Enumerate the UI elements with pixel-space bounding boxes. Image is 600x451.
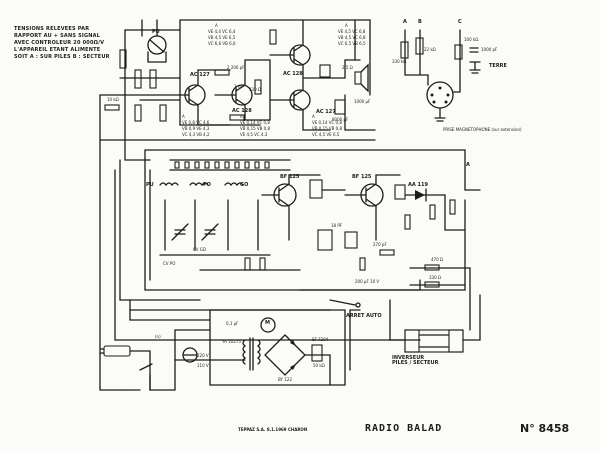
volt-line: VE 0,14 VC 0,8	[312, 120, 342, 125]
label-cap-1nf: 1 nF	[234, 84, 243, 89]
volt-line: VB 4,5 VE 6,5	[208, 35, 236, 40]
motor-symbol	[260, 317, 276, 333]
label-rf-a: A	[466, 162, 470, 168]
label-motor: M	[265, 320, 270, 326]
volt-line: VE 4,5 VC 6,8	[338, 29, 366, 34]
label-ac128-mid: AC 128	[232, 108, 252, 114]
volt-line: VC 6,6 VB 6,6	[208, 41, 236, 46]
label-cv-gd: CV GD	[193, 247, 206, 252]
mains-transformer-symbol	[242, 337, 261, 371]
rf-tuner-section	[144, 149, 481, 331]
label-cap-200uf: 200 μF 10 V	[355, 279, 380, 284]
volt-line: VB 4,5 VC 6,8	[338, 35, 366, 40]
label-by122: BY 122	[278, 377, 292, 382]
label-res-50k: 50 kΩ	[313, 363, 325, 368]
label-ac128-top: AC 128	[283, 71, 303, 77]
volt-line: A	[345, 23, 348, 28]
label-cv-po: CV PO	[163, 261, 176, 266]
label-jack-b: B	[418, 19, 422, 25]
note-line: TENSIONS RELEVEES PAR	[14, 26, 90, 32]
speaker-symbol	[354, 63, 369, 93]
label-bf125-left: BF 125	[280, 174, 300, 180]
maker-credit: TEPPAZ S.A. 8.1.1969 CHARON	[238, 427, 308, 432]
label-res-100k: 100 kΩ	[464, 37, 479, 42]
label-res-22k: 22 kΩ	[424, 47, 436, 52]
label-n: (n)	[155, 334, 161, 339]
volt-line: A	[215, 23, 218, 28]
label-go: GO	[240, 182, 249, 188]
pu-meter-symbol	[141, 19, 167, 63]
transistor-ac127-right	[269, 89, 311, 111]
label-prise-magnetophone: PRISE MAGNETOPHONE (sur extension)	[443, 127, 522, 132]
label-cap-18pf: 18 PF	[331, 223, 343, 228]
label-sf7204: SF 7204	[312, 337, 329, 342]
transistor-ac128-mid	[214, 84, 253, 106]
label-110v: 110 V	[197, 363, 209, 368]
volt-line: VB 0,15 VB 0,8	[240, 126, 271, 131]
label-cap-1000: 1000 μF	[354, 99, 371, 104]
label-cap-8000: 8000 μF	[332, 117, 349, 122]
label-bf125-right: BF 125	[352, 174, 372, 180]
mains-plug-symbol	[99, 345, 131, 357]
audio-amplifier-section	[99, 19, 376, 141]
transistor-ac128-top	[269, 44, 311, 66]
band-switch-contacts	[174, 161, 270, 169]
label-jack-a: A	[403, 19, 407, 25]
label-pu: PU	[152, 29, 160, 35]
note-line: L'APPAREIL ETANT ALIMENTE	[14, 47, 101, 53]
label-aa119: AA 119	[408, 182, 428, 188]
transistor-ac127-left	[179, 84, 206, 106]
din-socket-symbol	[426, 81, 454, 109]
volt-line: A	[240, 114, 243, 119]
label-cap-0-1uf: 0,1 μF	[226, 321, 239, 326]
note-line: AVEC CONTROLEUR 20 000Ω/V	[14, 40, 105, 46]
schematic-number: N° 8458	[520, 422, 570, 435]
volt-line: A	[182, 114, 185, 119]
left-bus-wiring	[99, 139, 351, 391]
label-jack-c: C	[458, 19, 462, 25]
label-cap-270: 270 pF	[373, 242, 387, 247]
schematic-title: RADIO BALAD	[365, 423, 443, 434]
label-cap-2200: 2 200 pF	[227, 65, 245, 70]
label-terre: TERRE	[489, 63, 507, 69]
volt-line: VC 4,5 VE 6,5	[312, 132, 340, 137]
detector-diode-aa119	[404, 188, 446, 202]
selector-switch-symbol	[182, 347, 198, 363]
transistor-bf125-right	[344, 183, 384, 207]
label-res-470: 470 Ω	[431, 257, 443, 262]
volt-line: VB 0,15 VB 0,8	[312, 126, 343, 131]
label-rf-pu: PU	[146, 182, 154, 188]
tape-jack-section	[400, 29, 481, 122]
note-line: SOIT A : SUR PILES B : SECTEUR	[14, 54, 110, 60]
label-inverseur: INVERSEUR PILES / SECTEUR	[392, 355, 439, 366]
volt-line: VE 0,8 VC 4,6	[182, 120, 210, 125]
label-220v: 220 V	[197, 353, 209, 358]
label-arret-auto: ARRET AUTO	[346, 313, 382, 319]
transistor-bf125-left	[261, 183, 297, 207]
label-cap-1000pf: 1000 pF	[481, 47, 498, 52]
label-ac127-left: AC 127	[190, 72, 210, 78]
volt-line: VE 4,4 VC 6,4	[208, 29, 236, 34]
label-ac127-right: AC 127	[316, 109, 336, 115]
label-ya10275: YA 10275	[222, 339, 241, 344]
volt-line: VE 0,14 VC 0,8	[240, 120, 270, 125]
auto-stop-switch-symbol	[329, 299, 361, 308]
label-po: PO	[203, 182, 211, 188]
volt-line: A	[312, 114, 315, 119]
volt-line: VE 4,5 VC 4,3	[240, 132, 268, 137]
label-res-330: 330 Ω	[249, 87, 261, 92]
volt-line: VC 6,5 VB 6,5	[338, 41, 366, 46]
label-res-330: 330 Ω	[429, 275, 441, 280]
note-line: RAPPORT AU + SANS SIGNAL	[14, 33, 101, 39]
power-supply-section	[99, 294, 481, 391]
label-res-10k: 10 kΩ	[107, 97, 119, 102]
label-res-330k: 330 kΩ	[392, 59, 407, 64]
inverseur-switch-symbol	[404, 329, 464, 353]
volt-line: VC 4,3 VB 4,2	[182, 132, 210, 137]
volt-line: VB 0,9 VE 4,3	[182, 126, 210, 131]
label-speaker-impedance: 2.5 Ω	[342, 65, 353, 70]
